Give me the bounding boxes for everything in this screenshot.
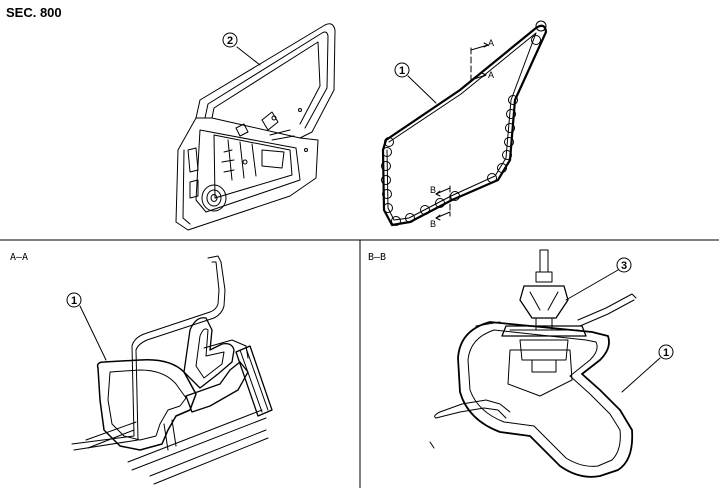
callout-1-top-label: 1 — [399, 65, 405, 77]
glass-run-seal-illustration — [381, 20, 548, 227]
callout-1-aa: 1 — [66, 292, 82, 308]
callout-2-label: 2 — [227, 35, 233, 47]
leader-line-1-aa — [79, 305, 107, 361]
section-mark-a-bottom: A — [488, 70, 494, 80]
callout-3: 3 — [616, 257, 632, 273]
leader-line-2 — [236, 46, 261, 66]
leader-line-3 — [565, 269, 619, 301]
callout-1-bb: 1 — [658, 344, 674, 360]
clip-markers — [381, 20, 547, 226]
section-b-b-illustration — [429, 249, 637, 478]
section-mark-a-top: A — [488, 38, 494, 48]
leader-line-1-bb — [621, 357, 661, 393]
callout-1-bb-label: 1 — [663, 347, 669, 359]
section-title: SEC. 800 — [6, 5, 62, 20]
callout-1-top: 1 — [394, 62, 410, 78]
callout-2: 2 — [222, 32, 238, 48]
view-label-a-a: A–A — [10, 252, 29, 263]
leader-line-1-top — [407, 75, 437, 104]
callout-3-label: 3 — [621, 260, 627, 272]
view-label-b-b: B–B — [368, 252, 387, 263]
section-mark-b-top: B — [430, 185, 436, 195]
callout-1-aa-label: 1 — [71, 295, 77, 307]
section-a-a-illustration — [71, 255, 273, 485]
door-panel-illustration — [175, 23, 336, 231]
section-mark-b-bottom: B — [430, 219, 436, 229]
